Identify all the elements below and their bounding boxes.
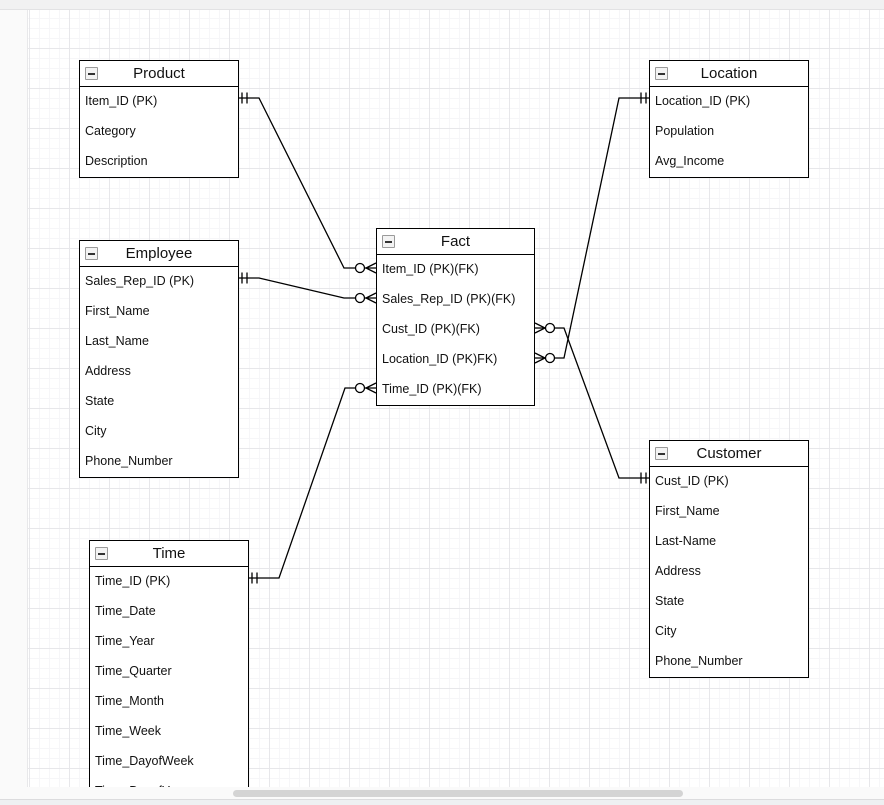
entity-row[interactable]: Time_Quarter bbox=[95, 664, 172, 678]
cardinality-one-icon bbox=[640, 92, 647, 104]
entity-row[interactable]: Time_Year bbox=[95, 634, 155, 648]
entity-row[interactable]: Cust_ID (PK) bbox=[655, 474, 729, 488]
horizontal-scrollbar[interactable] bbox=[0, 788, 884, 799]
cardinality-zero-icon bbox=[354, 262, 366, 274]
entity-title-bar: Location bbox=[650, 61, 808, 87]
entity-row[interactable]: Avg_Income bbox=[655, 154, 725, 168]
connector-product-fact[interactable] bbox=[239, 92, 377, 274]
collapse-icon[interactable] bbox=[655, 67, 668, 80]
entity-row[interactable]: First_Name bbox=[655, 504, 720, 518]
collapse-icon[interactable] bbox=[655, 447, 668, 460]
entity-row[interactable]: Category bbox=[85, 124, 136, 138]
entity-location[interactable]: Location Location_ID (PK) Population Avg… bbox=[649, 60, 809, 178]
horizontal-scrollbar-thumb[interactable] bbox=[233, 790, 683, 797]
entity-row[interactable]: Last_Name bbox=[85, 334, 149, 348]
cardinality-zero-icon bbox=[354, 382, 366, 394]
cardinality-zero-icon bbox=[354, 292, 366, 304]
cardinality-one-icon bbox=[640, 472, 647, 484]
entity-row[interactable]: Time_ID (PK) bbox=[95, 574, 171, 588]
entity-title: Fact bbox=[440, 233, 471, 250]
entity-row[interactable]: Phone_Number bbox=[85, 454, 173, 468]
crow-foot-icon bbox=[364, 292, 377, 304]
cardinality-one-icon bbox=[241, 272, 248, 284]
connector-time-fact[interactable] bbox=[249, 382, 377, 584]
diagram-world: Product Item_ID (PK) Category Descriptio… bbox=[28, 10, 884, 787]
cardinality-zero-icon bbox=[544, 322, 556, 334]
entity-row[interactable]: Sales_Rep_ID (PK)(FK) bbox=[382, 292, 516, 306]
entity-row[interactable]: Description bbox=[85, 154, 148, 168]
entity-row[interactable]: Location_ID (PK) bbox=[655, 94, 751, 108]
entity-row[interactable]: Time_DayofWeek bbox=[95, 754, 194, 768]
entity-title: Customer bbox=[696, 445, 762, 462]
connector-employee-fact[interactable] bbox=[239, 272, 377, 304]
top-toolbar-edge bbox=[0, 0, 884, 10]
entity-product[interactable]: Product Item_ID (PK) Category Descriptio… bbox=[79, 60, 239, 178]
cardinality-one-icon bbox=[241, 92, 248, 104]
entity-time[interactable]: Time Time_ID (PK) Time_Date Time_Year Ti… bbox=[89, 540, 249, 787]
entity-row[interactable]: City bbox=[655, 624, 677, 638]
connector-fact-customer[interactable] bbox=[534, 322, 649, 484]
entity-title: Product bbox=[133, 65, 185, 82]
entity-row[interactable]: Sales_Rep_ID (PK) bbox=[85, 274, 195, 288]
entity-title-bar: Fact bbox=[377, 229, 534, 255]
crow-foot-icon bbox=[364, 382, 377, 394]
entity-fact[interactable]: Fact Item_ID (PK)(FK) Sales_Rep_ID (PK)(… bbox=[376, 228, 535, 406]
entity-row[interactable]: Time_Week bbox=[95, 724, 161, 738]
collapse-icon[interactable] bbox=[382, 235, 395, 248]
entity-row[interactable]: State bbox=[655, 594, 685, 608]
entity-row[interactable]: Location_ID (PK)FK) bbox=[382, 352, 498, 366]
diagram-canvas[interactable]: Product Item_ID (PK) Category Descriptio… bbox=[27, 10, 884, 787]
entity-row[interactable]: Address bbox=[85, 364, 131, 378]
entity-row[interactable]: Cust_ID (PK)(FK) bbox=[382, 322, 480, 336]
entity-row[interactable]: Time_ID (PK)(FK) bbox=[382, 382, 482, 396]
entity-row[interactable]: Address bbox=[655, 564, 701, 578]
crow-foot-icon bbox=[364, 262, 377, 274]
entity-row[interactable]: Time_Date bbox=[95, 604, 156, 618]
connector-fact-location[interactable] bbox=[534, 92, 649, 364]
entity-row[interactable]: City bbox=[85, 424, 107, 438]
entity-title-bar: Employee bbox=[80, 241, 238, 267]
entity-title: Time bbox=[152, 545, 186, 562]
entity-title-bar: Customer bbox=[650, 441, 808, 467]
entity-employee[interactable]: Employee Sales_Rep_ID (PK) First_Name La… bbox=[79, 240, 239, 478]
entity-row[interactable]: Time_Month bbox=[95, 694, 165, 708]
entity-row[interactable]: Time_DayofYear bbox=[90, 777, 248, 787]
relationship-edges bbox=[239, 92, 649, 584]
entity-row[interactable]: Item_ID (PK)(FK) bbox=[382, 262, 479, 276]
collapse-icon[interactable] bbox=[85, 67, 98, 80]
entity-row[interactable]: State bbox=[85, 394, 115, 408]
entity-row[interactable]: Last-Name bbox=[655, 534, 717, 548]
bottom-status-strip bbox=[0, 799, 884, 805]
collapse-icon[interactable] bbox=[95, 547, 108, 560]
entity-title-bar: Product bbox=[80, 61, 238, 87]
collapse-icon[interactable] bbox=[85, 247, 98, 260]
entity-title-bar: Time bbox=[90, 541, 248, 567]
entity-title: Location bbox=[700, 65, 758, 82]
entity-customer[interactable]: Customer Cust_ID (PK) First_Name Last-Na… bbox=[649, 440, 809, 678]
entity-row[interactable]: Item_ID (PK) bbox=[85, 94, 158, 108]
entity-title: Employee bbox=[125, 245, 193, 262]
cardinality-one-icon bbox=[251, 572, 258, 584]
cardinality-zero-icon bbox=[544, 352, 556, 364]
entity-row[interactable]: Phone_Number bbox=[655, 654, 743, 668]
entity-row[interactable]: First_Name bbox=[85, 304, 150, 318]
entity-row[interactable]: Population bbox=[655, 124, 715, 138]
